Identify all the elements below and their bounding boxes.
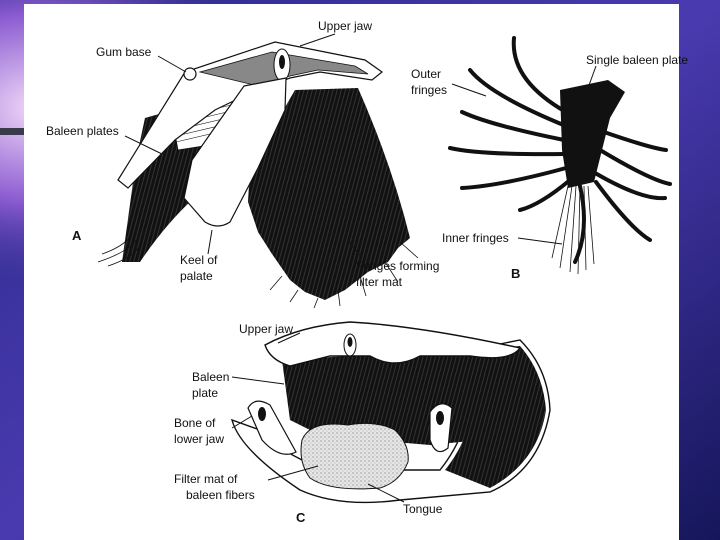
label-filter-line2: baleen fibers <box>186 488 255 502</box>
label-tongue: Tongue <box>403 502 443 516</box>
panel-c-letter: C <box>296 510 306 525</box>
panel-c-bone-right <box>430 404 452 452</box>
label-inner-fringes: Inner fringes <box>442 231 509 245</box>
panel-c-tongue <box>301 423 408 489</box>
label-bone-line2: lower jaw <box>174 432 224 446</box>
label-bone-line1: Bone of <box>174 416 216 430</box>
panel-b-inner-fringes <box>552 186 594 274</box>
label-gum-base: Gum base <box>96 45 152 59</box>
label-single-baleen-plate: Single baleen plate <box>586 53 688 67</box>
panel-a-gum-base <box>184 68 196 80</box>
panel-c-drawing: Upper jaw Baleen plate Bone of lower jaw… <box>174 322 550 525</box>
label-fringes-line1: Fringes forming <box>356 259 439 273</box>
label-baleen-line1: Baleen <box>192 370 229 384</box>
label-outer-line1: Outer <box>411 67 441 81</box>
label-baleen-line2: plate <box>192 386 218 400</box>
label-filter-line1: Filter mat of <box>174 472 238 486</box>
label-fringes-line2: filter mat <box>356 275 403 289</box>
panel-b-drawing: Single baleen plate Outer fringes Inner … <box>411 38 688 281</box>
label-upper-jaw-a: Upper jaw <box>318 19 372 33</box>
panel-a-drawing: Upper jaw Gum base Baleen plates A Keel … <box>46 19 439 308</box>
panel-b-letter: B <box>511 266 520 281</box>
panel-a-letter: A <box>72 228 82 243</box>
label-baleen-plates: Baleen plates <box>46 124 119 138</box>
label-keel-line2: palate <box>180 269 213 283</box>
label-upper-jaw-c: Upper jaw <box>239 322 293 336</box>
label-keel-line1: Keel of <box>180 253 218 267</box>
label-outer-line2: fringes <box>411 83 447 97</box>
panel-b-outer-fringes <box>450 38 670 262</box>
